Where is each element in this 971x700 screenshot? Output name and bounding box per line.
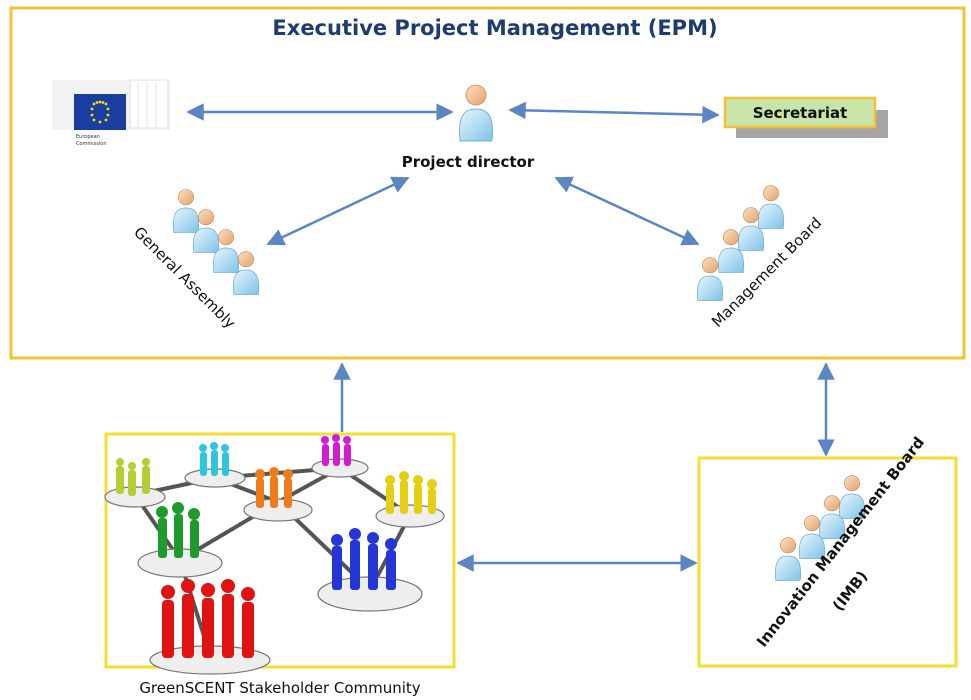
eu-logo-line1: European — [76, 134, 100, 140]
stakeholder-network-image — [104, 434, 445, 675]
epm-frame — [9, 6, 966, 360]
project-director-label: Project director — [402, 153, 535, 171]
eu-flag-icon — [74, 94, 126, 130]
imb-frame — [697, 456, 958, 668]
arrow-director-assembly — [266, 176, 410, 246]
secretariat-box: Secretariat — [723, 96, 888, 138]
secretariat-label: Secretariat — [753, 104, 848, 122]
epm-title: Executive Project Management (EPM) — [272, 16, 717, 40]
eu-logo-line2: Commission — [76, 141, 107, 147]
stakeholder-caption: GreenSCENT Stakeholder Community — [139, 679, 420, 697]
arrow-director-secretariat — [508, 101, 720, 124]
arrow-director-board — [554, 176, 700, 246]
eu-commission-logo: European Commission — [52, 79, 170, 147]
